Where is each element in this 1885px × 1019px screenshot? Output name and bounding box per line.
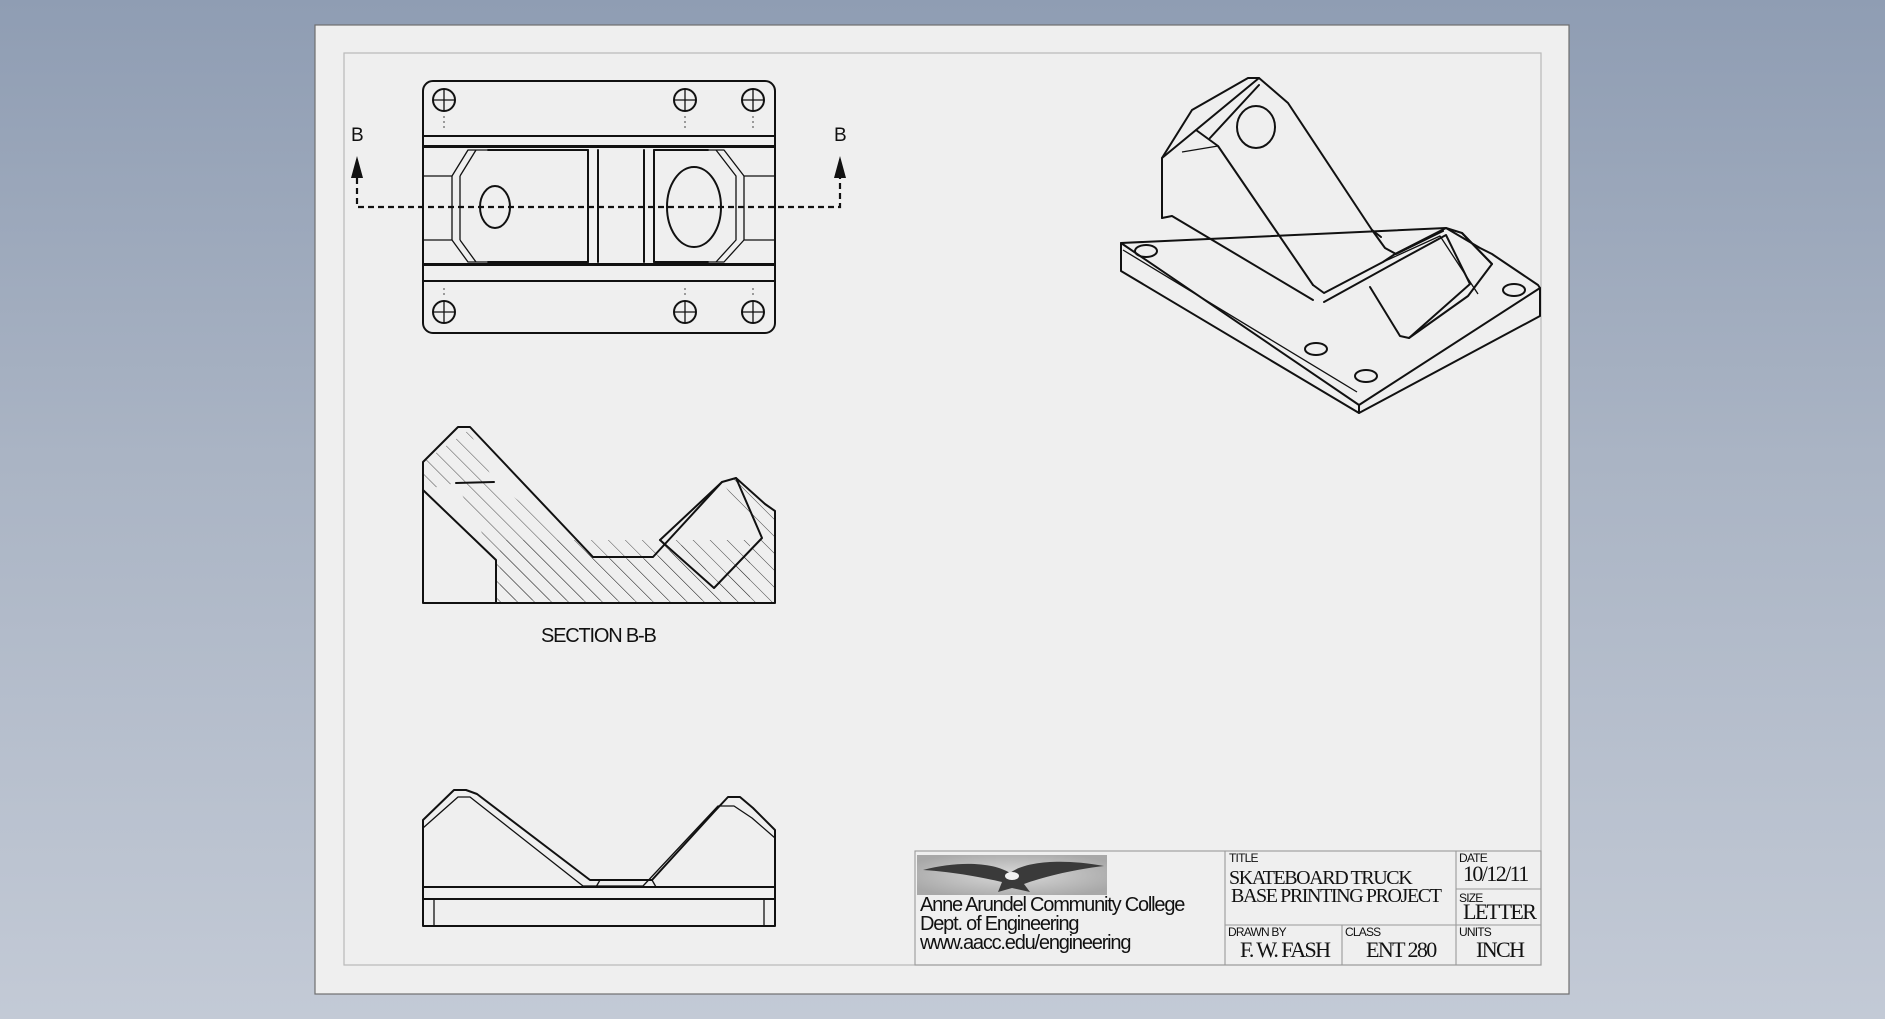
units-label: UNITS <box>1459 925 1492 939</box>
section-marker-right: B <box>834 125 846 146</box>
title-line2: BASE PRINTING PROJECT <box>1231 885 1442 907</box>
date-value: 10/12/11 <box>1463 861 1528 886</box>
drawn-by-label: DRAWN BY <box>1228 925 1287 939</box>
units-value: INCH <box>1476 937 1525 962</box>
school-website: www.aacc.edu/engineering <box>919 932 1130 954</box>
size-value: LETTER <box>1463 899 1537 924</box>
title-line1: SKATEBOARD TRUCK <box>1229 867 1413 889</box>
drawn-by-value: F. W. FASH <box>1240 937 1331 962</box>
size-label: SIZE <box>1459 891 1483 905</box>
title-block <box>914 850 1542 966</box>
isometric-view <box>1120 77 1541 414</box>
section-marker-left: B <box>351 125 363 146</box>
section-line-b-b <box>351 156 846 209</box>
class-label: CLASS <box>1345 925 1381 939</box>
date-label: DATE <box>1459 851 1488 865</box>
section-label: SECTION B-B <box>541 625 656 647</box>
school-name: Anne Arundel Community College <box>920 894 1185 916</box>
eagle-icon <box>923 861 1104 892</box>
school-dept: Dept. of Engineering <box>920 913 1078 935</box>
section-view <box>422 426 776 604</box>
class-value: ENT 280 <box>1366 937 1437 962</box>
title-label: TITLE <box>1229 851 1258 865</box>
front-view <box>422 789 776 927</box>
